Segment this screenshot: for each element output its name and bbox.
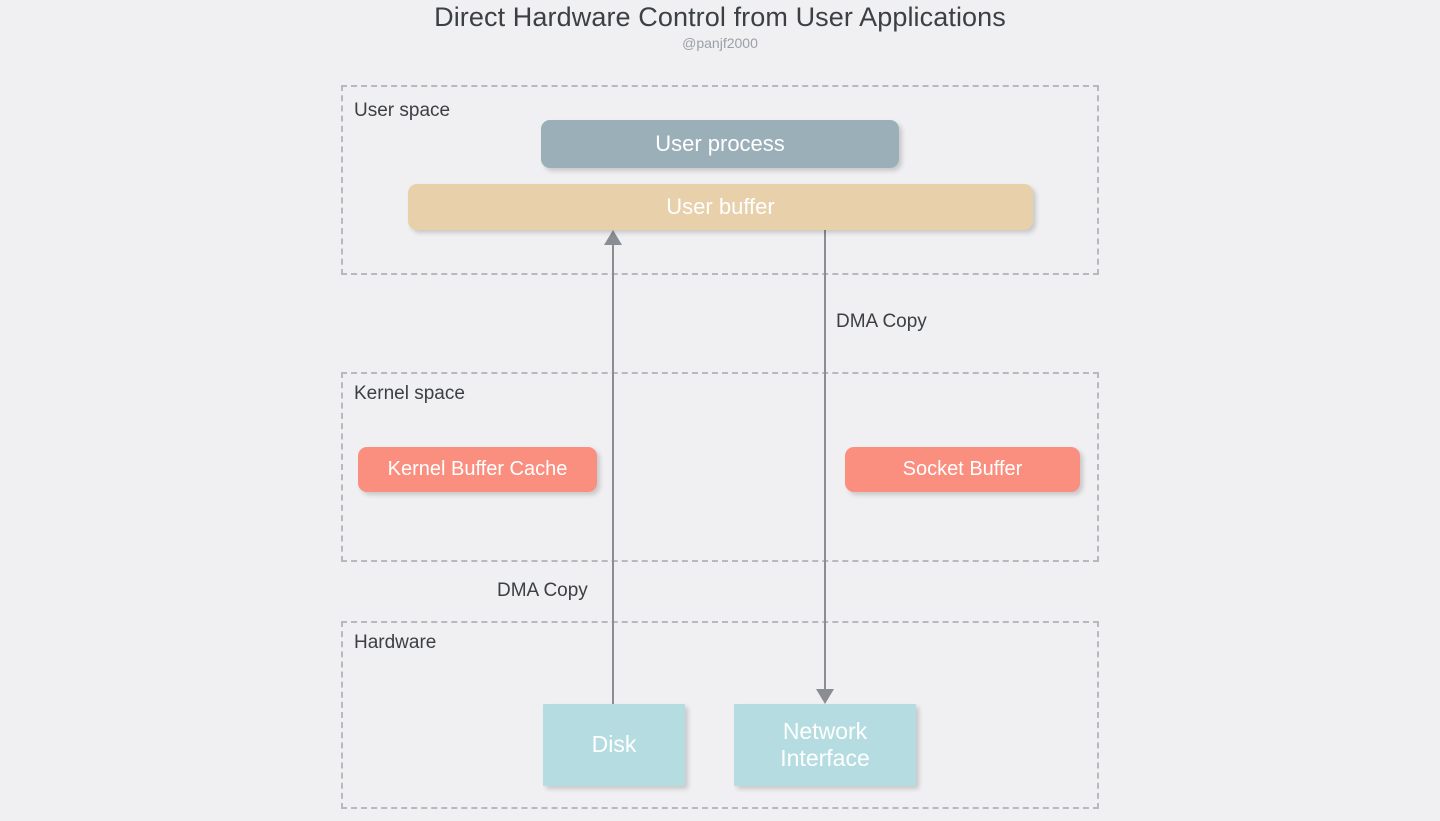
zone-hardware bbox=[341, 621, 1099, 809]
node-user-process: User process bbox=[541, 120, 899, 168]
edge-label-dma-copy-disk: DMA Copy bbox=[497, 580, 588, 601]
node-kernel-buffer-cache: Kernel Buffer Cache bbox=[358, 447, 597, 492]
page-subtitle: @panjf2000 bbox=[682, 35, 758, 51]
node-user-buffer: User buffer bbox=[408, 184, 1033, 230]
zone-kernel-space bbox=[341, 372, 1099, 562]
arrow-down-icon bbox=[816, 689, 834, 704]
zone-label-hardware: Hardware bbox=[354, 632, 437, 653]
page-title: Direct Hardware Control from User Applic… bbox=[434, 2, 1006, 32]
node-network-interface: Network Interface bbox=[734, 704, 916, 786]
zone-user-space bbox=[341, 85, 1099, 275]
node-network-interface-line1: Network bbox=[782, 717, 868, 744]
arrow-up-icon bbox=[604, 230, 622, 245]
zone-label-kernel-space: Kernel space bbox=[354, 383, 465, 404]
node-network-interface-line2: Interface bbox=[780, 745, 870, 771]
edge-user-buffer-to-network-interface-line bbox=[824, 230, 826, 690]
edge-label-dma-copy-network: DMA Copy bbox=[836, 311, 927, 332]
edge-disk-to-user-buffer-line bbox=[612, 244, 614, 706]
node-socket-buffer: Socket Buffer bbox=[845, 447, 1080, 492]
node-disk: Disk bbox=[543, 704, 685, 786]
zone-label-user-space: User space bbox=[354, 100, 451, 121]
